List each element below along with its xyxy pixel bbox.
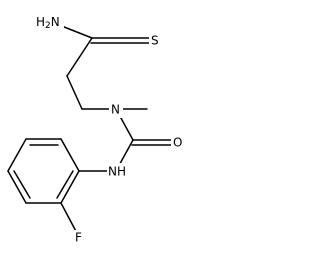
chemical-structure: H2N S N O NH F bbox=[7, 13, 185, 246]
sulfur-label-bg bbox=[149, 32, 163, 50]
sulfur-label: S bbox=[151, 34, 159, 48]
ring-inner-bond-3 bbox=[56, 170, 74, 199]
ring-bond-4 bbox=[7, 138, 27, 172]
amine-subscript-label: 2 bbox=[45, 21, 51, 31]
fluorine-label: F bbox=[75, 231, 82, 245]
oxygen-label-bg bbox=[171, 135, 185, 151]
ring-bond-6 bbox=[60, 138, 80, 172]
nmethyl-label-bg bbox=[109, 101, 123, 118]
bond-thiocarbon-ch2 bbox=[66, 37, 93, 77]
fluorine-label-bg bbox=[73, 230, 87, 246]
nh-label: NH bbox=[108, 165, 126, 179]
amine-label-bg bbox=[34, 13, 64, 31]
amine-h-label: H bbox=[36, 15, 45, 29]
amine-label: H2N bbox=[36, 15, 60, 31]
nh-label-bg bbox=[107, 163, 129, 180]
ring-inner-bond-2 bbox=[13, 170, 31, 199]
bond-ch2-ch2 bbox=[66, 75, 83, 110]
oxygen-label: O bbox=[173, 136, 182, 150]
ring-bond-3 bbox=[7, 170, 27, 204]
n-methyl-label: N bbox=[111, 103, 120, 117]
amine-n-label: N bbox=[51, 15, 60, 29]
ring-bond-1 bbox=[60, 170, 80, 204]
